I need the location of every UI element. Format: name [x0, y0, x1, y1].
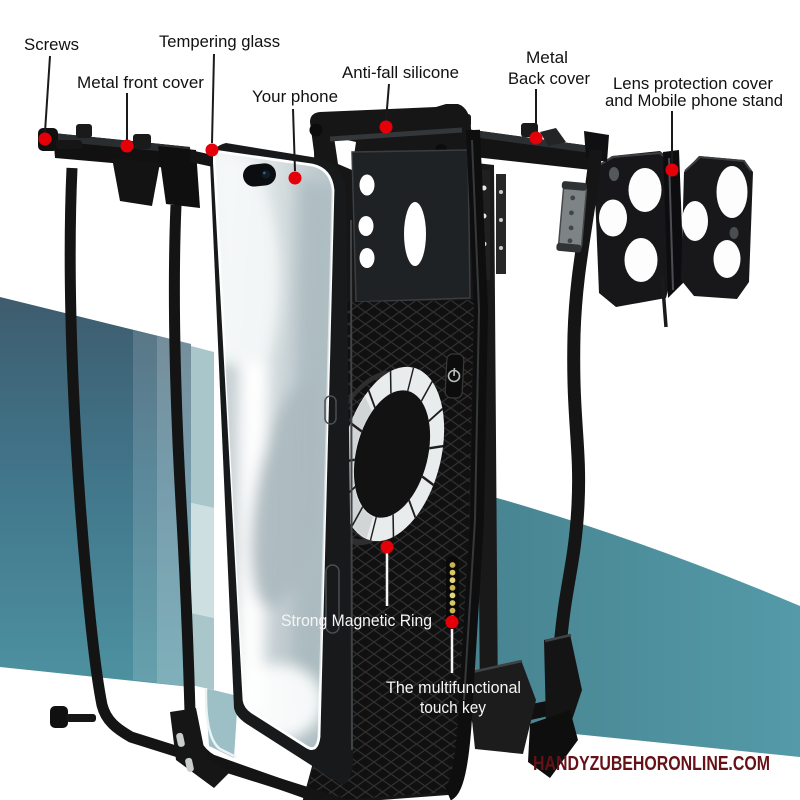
svg-text:The multifunctional: The multifunctional: [386, 679, 521, 697]
svg-text:Your phone: Your phone: [252, 88, 338, 106]
svg-text:HANDYZUBEHORONLINE.COM: HANDYZUBEHORONLINE.COM: [533, 753, 770, 775]
svg-text:touch key: touch key: [420, 699, 487, 717]
svg-text:Back cover: Back cover: [508, 70, 590, 88]
svg-text:Metal front cover: Metal front cover: [77, 74, 205, 92]
svg-text:Lens protection cover: Lens protection cover: [613, 75, 774, 93]
svg-text:Screws: Screws: [24, 36, 79, 54]
svg-text:Metal: Metal: [526, 49, 568, 67]
svg-text:Anti-fall silicone: Anti-fall silicone: [342, 64, 459, 82]
svg-text:and Mobile phone stand: and Mobile phone stand: [605, 92, 783, 110]
svg-text:Tempering glass: Tempering glass: [159, 33, 280, 51]
svg-text:Strong Magnetic Ring: Strong Magnetic Ring: [281, 612, 432, 630]
